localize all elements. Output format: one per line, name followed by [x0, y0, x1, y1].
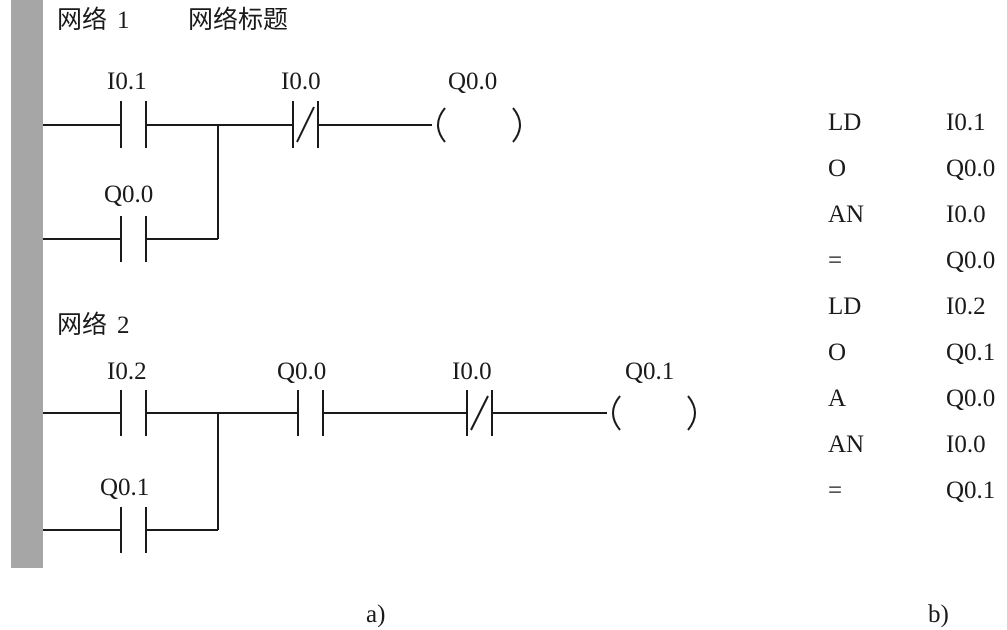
network-2-number: 2 [117, 312, 130, 339]
contact-i00-nc [292, 101, 319, 148]
statement-list: LD I0.1 O Q0.0 AN I0.0 = Q0.0 LD I0.2 O … [828, 109, 995, 504]
stl-row: AN I0.0 [828, 431, 986, 458]
stl-operand: I0.2 [946, 293, 986, 320]
contact-i00-label: I0.0 [281, 68, 321, 95]
caption-b: b) [928, 601, 949, 628]
network-1-number: 1 [117, 7, 130, 34]
stl-row: = Q0.0 [828, 247, 995, 274]
network-1: 网络 1 网络标题 I0.1 I0.0 Q0.0 [43, 5, 521, 262]
network-2-prefix: 网络 [57, 310, 107, 339]
stl-operand: Q0.1 [946, 477, 995, 504]
coil-q00 [437, 107, 521, 143]
stl-op: LD [828, 293, 861, 320]
stl-operand: I0.1 [946, 109, 986, 136]
stl-op: LD [828, 109, 861, 136]
stl-op: = [828, 477, 842, 504]
contact-i01-label: I0.1 [107, 68, 147, 95]
stl-op: AN [828, 431, 864, 458]
stl-operand: Q0.1 [946, 339, 995, 366]
stl-row: O Q0.1 [828, 339, 995, 366]
branch-q00-label: Q0.0 [104, 181, 153, 208]
contact-branch-q00-no [120, 216, 147, 262]
stl-row: AN I0.0 [828, 201, 986, 228]
network-2: 网络 2 I0.2 Q0.0 I0.0 Q0.1 [43, 310, 696, 553]
contact-i00-nc-2 [466, 390, 493, 436]
contact-i02-no [120, 390, 147, 436]
contact-i00-label-2: I0.0 [452, 358, 492, 385]
stl-row: A Q0.0 [828, 385, 995, 412]
stl-row: LD I0.1 [828, 109, 986, 136]
stl-op: O [828, 339, 846, 366]
stl-op: A [828, 385, 846, 412]
branch-q01-label: Q0.1 [100, 474, 149, 501]
stl-operand: Q0.0 [946, 385, 995, 412]
caption-a: a) [366, 601, 385, 628]
stl-row: LD I0.2 [828, 293, 986, 320]
stl-op: AN [828, 201, 864, 228]
contact-q00-label: Q0.0 [277, 358, 326, 385]
power-rail [11, 0, 43, 568]
contact-i01-no [120, 101, 147, 148]
stl-operand: Q0.0 [946, 247, 995, 274]
stl-operand: I0.0 [946, 431, 986, 458]
coil-q01 [612, 395, 696, 431]
network-1-prefix: 网络 [57, 5, 107, 34]
stl-operand: I0.0 [946, 201, 986, 228]
stl-op: = [828, 247, 842, 274]
stl-operand: Q0.0 [946, 155, 995, 182]
contact-branch-q01-no [120, 507, 147, 553]
stl-row: = Q0.1 [828, 477, 995, 504]
coil-q01-label: Q0.1 [625, 358, 674, 385]
contact-q00-no [297, 390, 324, 436]
contact-i02-label: I0.2 [107, 358, 147, 385]
network-1-title: 网络标题 [188, 5, 288, 34]
coil-q00-label: Q0.0 [448, 68, 497, 95]
stl-op: O [828, 155, 846, 182]
stl-row: O Q0.0 [828, 155, 995, 182]
